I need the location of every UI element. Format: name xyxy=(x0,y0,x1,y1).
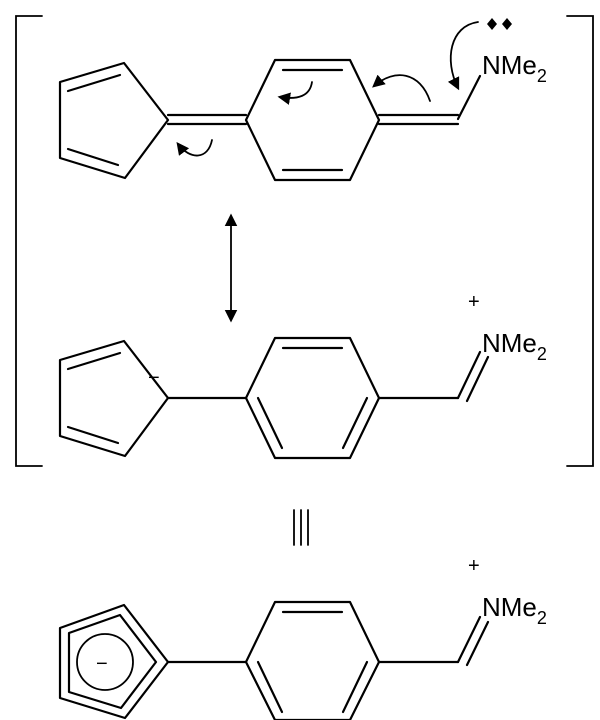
top-cyclopentadiene-ring xyxy=(58,61,170,180)
top-c-n-bond xyxy=(456,74,482,121)
top-amine-label: NMe2 xyxy=(482,50,547,86)
middle-iminium-label: NMe2 xyxy=(482,328,547,364)
middle-iminium-charge: + xyxy=(468,291,480,313)
bottom-ring-charge: − xyxy=(96,653,108,675)
bottom-c-n-double-bond xyxy=(456,615,490,667)
equivalence-sign xyxy=(293,509,309,546)
curly-arrow-exocyclic xyxy=(176,139,213,157)
middle-benzene-ring xyxy=(244,336,381,460)
top-exocyclic-double-bond xyxy=(166,113,248,126)
top-structure: NMe2 xyxy=(58,18,547,182)
bottom-structure: − + NMe2 xyxy=(58,555,547,720)
bottom-iminium-charge: + xyxy=(468,555,480,577)
middle-structure: − + NMe2 xyxy=(58,291,547,460)
bottom-cyclopentadienyl-ring xyxy=(58,603,170,720)
left-bracket xyxy=(15,15,43,467)
bottom-benzene-ring xyxy=(244,600,381,720)
top-quinoid-ring xyxy=(244,58,381,182)
lone-pair-dots xyxy=(487,18,512,30)
middle-cyclopentadienyl-ring xyxy=(58,339,170,458)
middle-c-n-double-bond xyxy=(456,350,490,403)
middle-anion-charge: − xyxy=(148,367,160,389)
curly-arrow-vinyl xyxy=(372,74,431,102)
top-vinyl-double-bond xyxy=(377,113,460,126)
bottom-iminium-label: NMe2 xyxy=(482,592,547,628)
curly-arrow-ring xyxy=(277,81,313,105)
right-bracket xyxy=(566,15,594,467)
curly-arrow-lone-pair xyxy=(447,21,479,91)
